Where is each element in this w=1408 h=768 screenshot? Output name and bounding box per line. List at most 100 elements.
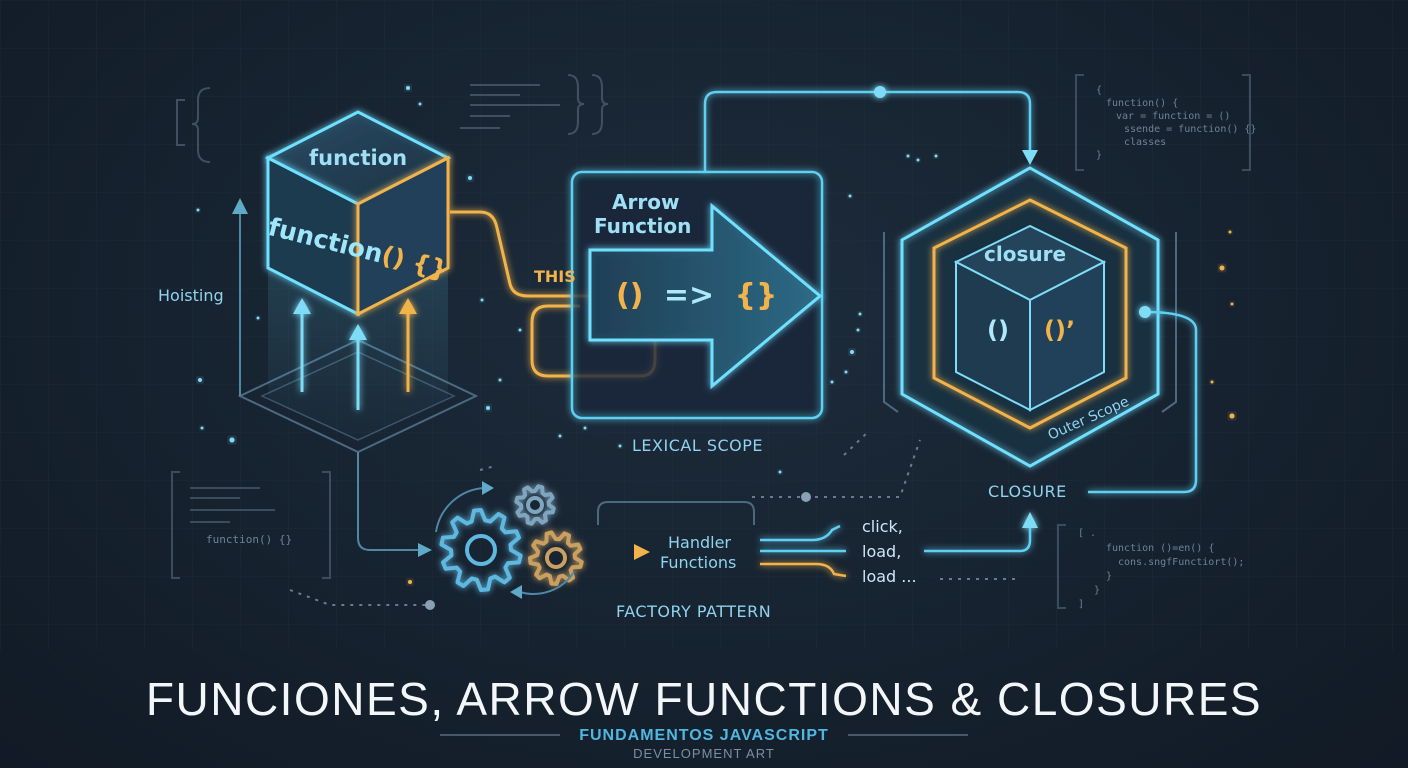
sparkle-dot — [850, 350, 854, 354]
hoist-arrowhead-middle — [349, 324, 367, 340]
code-bracket-top-left — [176, 74, 609, 163]
sparkle-dot — [256, 316, 260, 320]
sparkle-dot — [229, 437, 235, 443]
tagline: DEVELOPMENT ART — [633, 746, 775, 761]
sparkle-dots — [196, 86, 1235, 584]
gear-amber-icon — [528, 530, 584, 586]
event-item: load, — [862, 542, 902, 561]
connector-node — [874, 86, 886, 98]
gear-cycle-arc-top — [435, 487, 485, 533]
dashed-connectors — [289, 429, 1018, 606]
code-line: } — [1096, 150, 1103, 161]
this-label: THIS — [534, 267, 576, 286]
sparkle-dot — [844, 370, 848, 374]
factory-pattern-label: FACTORY PATTERN — [616, 602, 772, 621]
sparkle-dot — [198, 378, 202, 382]
sparkle-dot — [1230, 302, 1234, 306]
factory-entry-arrowhead — [418, 543, 432, 557]
sparkle-dot — [558, 434, 562, 438]
sparkle-dot — [486, 406, 490, 410]
gear-cycle-arrowhead-bottom — [510, 585, 522, 599]
code-line: [ . — [1078, 528, 1097, 539]
sparkle-dot — [408, 580, 412, 584]
sparkle-dot — [200, 426, 204, 430]
closure-amber-hexagon — [932, 198, 1128, 430]
code-line: classes — [1124, 137, 1167, 148]
event-lines — [760, 512, 1038, 578]
handler-line2: Functions — [660, 553, 737, 572]
sparkle-dot — [1228, 230, 1232, 234]
gear-cycle-arrowhead-top — [482, 481, 494, 495]
dash-node-a — [801, 492, 811, 502]
closure-bottom-label: CLOSURE — [988, 482, 1067, 501]
sparkle-dot — [468, 176, 472, 180]
code-bracket-bottom-left — [171, 471, 331, 579]
sparkle-dot — [934, 154, 938, 158]
code-line: function ()=en() { — [1106, 543, 1215, 554]
sparkle-dot — [778, 470, 782, 474]
closure-face-left: () — [987, 316, 1009, 344]
subtitle: FUNDAMENTOS JAVASCRIPT — [579, 727, 829, 744]
factory-to-handler-arrowhead — [634, 544, 650, 560]
closure-inner-right — [1029, 260, 1105, 412]
sparkle-dot — [583, 426, 587, 430]
expr-braces: {} — [734, 278, 778, 313]
closure-return-connector — [1088, 310, 1198, 494]
function-cube-side-face — [356, 155, 450, 317]
closure-cube-top-label: closure — [984, 242, 1067, 266]
sparkle-dot — [518, 328, 522, 332]
code-line: var = function = () — [1116, 111, 1231, 122]
lexical-scope-label: LEXICAL SCOPE — [632, 436, 763, 455]
sparkle-dot — [1219, 265, 1225, 271]
sparkle-dot — [418, 102, 422, 106]
closure-return-node — [1139, 306, 1151, 318]
function-cube-group — [232, 110, 479, 454]
sparkle-dot — [480, 298, 484, 302]
gear-small-icon — [514, 484, 556, 526]
gear-cycle-arc-bottom — [519, 571, 575, 595]
arrow-title-line2: Function — [594, 214, 692, 238]
code-snippet-bottom-left: function() {} — [206, 533, 293, 546]
closure-face-right: ()’ — [1044, 316, 1076, 344]
sparkle-dot — [830, 380, 834, 384]
handler-line1: Handler — [668, 533, 731, 552]
closure-entry-arrowhead — [1022, 150, 1038, 165]
code-line: } — [1106, 571, 1113, 582]
sparkle-dot — [916, 158, 920, 162]
code-line: ssende = function() {} — [1124, 124, 1257, 135]
arrow-shape — [588, 202, 823, 390]
closure-cube-group — [883, 166, 1198, 494]
sparkle-dot — [498, 378, 502, 382]
expr-arrow: => — [663, 278, 715, 313]
main-title: FUNCIONES, ARROW FUNCTIONS & CLOSURES — [145, 673, 1263, 725]
closure-bracket-left — [883, 232, 899, 413]
code-line: ] — [1078, 599, 1085, 610]
factory-gears — [435, 481, 584, 599]
code-line: function() { — [1106, 98, 1179, 109]
expr-parens: () — [616, 278, 644, 313]
sparkle-dot — [406, 86, 410, 90]
cube-to-factory-connector — [357, 452, 420, 551]
hoisting-arrow-head — [232, 198, 248, 214]
hoist-arrowhead-left — [293, 298, 311, 314]
sparkle-dot — [858, 312, 862, 316]
handler-bracket — [597, 501, 755, 525]
code-line: { — [1096, 85, 1103, 96]
sparkle-dot — [856, 328, 860, 332]
dash-node-b — [425, 600, 435, 610]
sparkle-dot — [196, 208, 200, 212]
code-bracket-bottom-right — [1057, 524, 1066, 609]
sparkle-dot — [1229, 413, 1235, 419]
sparkle-dot — [906, 154, 910, 158]
code-line: } — [1094, 585, 1101, 596]
arrow-to-closure-connector — [703, 90, 1032, 172]
hoist-arrowhead-right — [399, 298, 417, 314]
arrow-function-group — [570, 86, 1038, 420]
gear-icon — [439, 508, 523, 592]
event-item: load ... — [862, 567, 917, 586]
sparkle-dot — [848, 194, 852, 198]
code-bracket-top-right — [1075, 74, 1251, 171]
hoisting-label: Hoisting — [158, 286, 224, 305]
